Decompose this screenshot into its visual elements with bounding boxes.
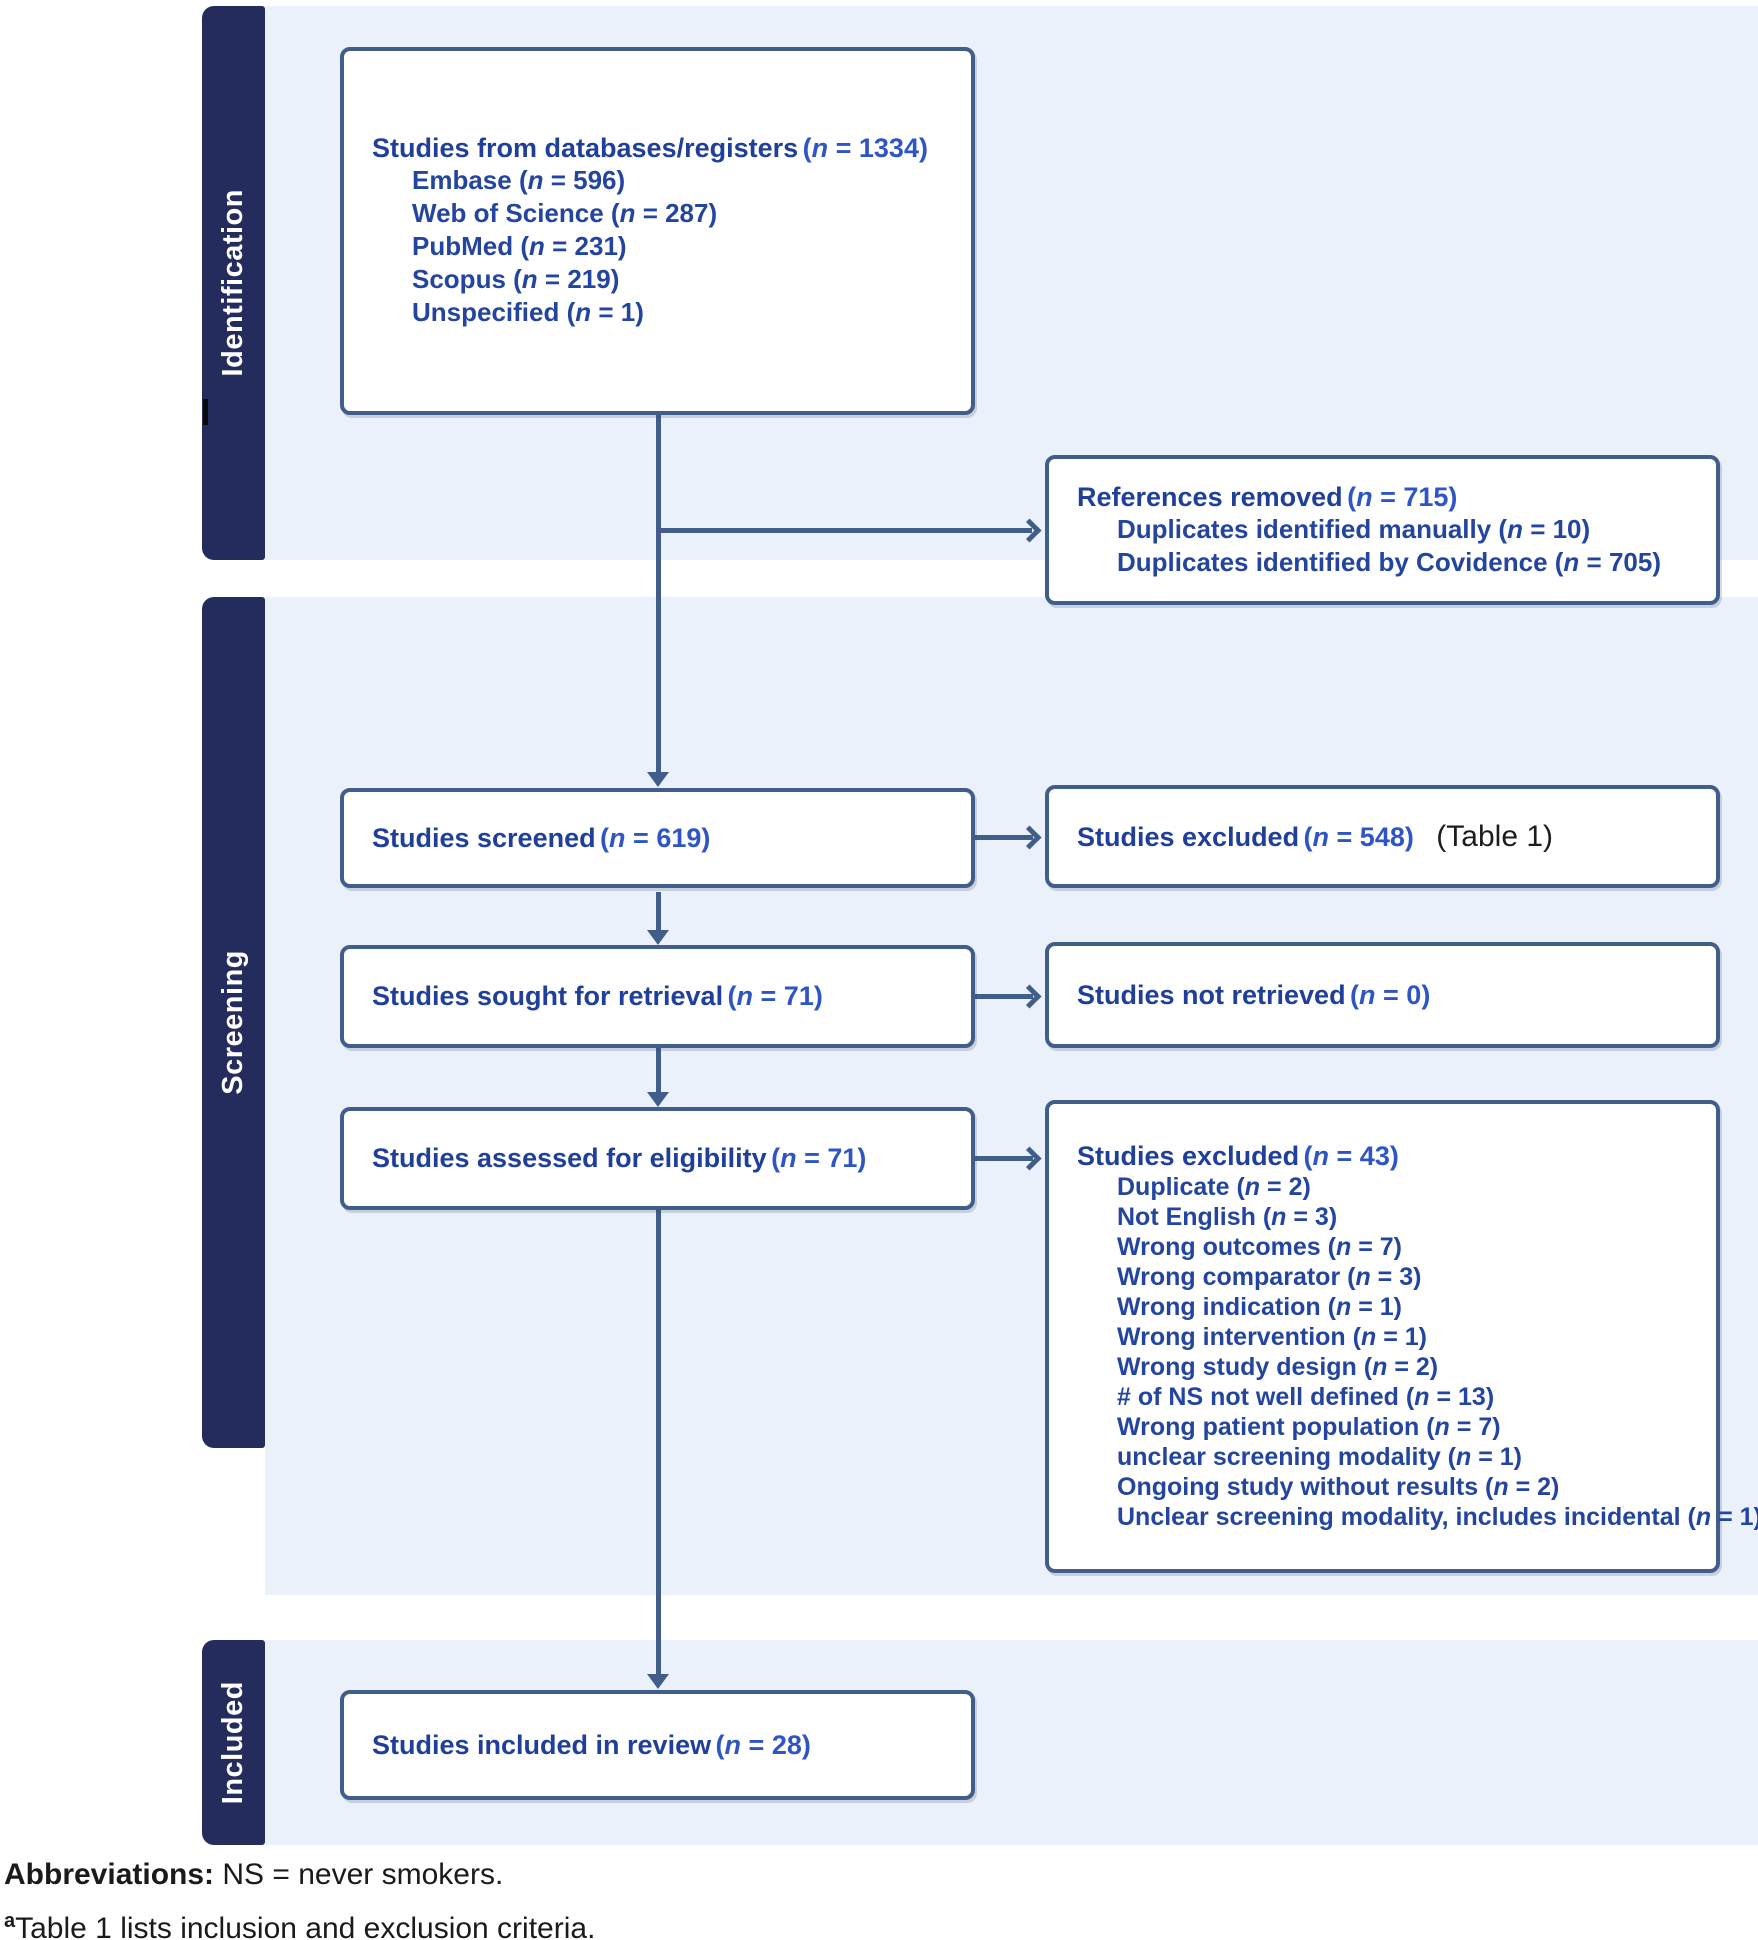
detail-line: Not English (n = 3) [1117,1203,1338,1231]
detail-line: Scopus (n = 219) [412,264,620,294]
box-count: (n = 71) [771,1143,867,1173]
box-count: (n = 619) [600,822,711,853]
detail-line: Duplicate (n = 2) [1117,1173,1311,1201]
box-title: Studies assessed for eligibility [372,1143,767,1173]
detail-line: Wrong comparator (n = 3) [1117,1263,1422,1291]
detail-line: Wrong indication (n = 1) [1117,1293,1402,1321]
detail-line: Duplicates identified manually (n = 10) [1117,513,1591,544]
box-studies-excluded-eligibility: Studies excluded (n = 43) Duplicate (n =… [1045,1100,1758,1573]
detail-line: Embase (n = 596) [412,165,626,195]
detail-line: Wrong outcomes (n = 7) [1117,1233,1402,1261]
box-title: Studies excluded [1077,821,1300,852]
detail-line: Web of Science (n = 287) [412,198,718,228]
arrowhead-down-icon [647,772,669,787]
screening-stage-bar: Screening [202,597,265,1448]
connector-databases-to-screened [656,415,661,772]
arrowhead-down-icon [647,1092,669,1107]
abbreviations-text: NS = never smokers. [214,1858,504,1891]
included-stage-bar: Included [202,1640,265,1845]
detail-line: Ongoing study without results (n = 2) [1117,1473,1560,1501]
connector-to-references-removed [660,528,1032,533]
arrowhead-down-icon [647,930,669,945]
detail-line: Wrong intervention (n = 1) [1117,1323,1427,1351]
included-label: Included [217,1680,249,1805]
detail-line: Unspecified (n = 1) [412,297,644,327]
box-count: (n = 43) [1303,1141,1399,1171]
stray-mark [203,399,208,425]
box-count: (n = 0) [1350,979,1431,1010]
box-title: Studies not retrieved [1077,979,1346,1010]
box-studies-excluded-screening: Studies excluded (n = 548) (Table 1) [1045,785,1720,888]
connector-assessed-to-included [656,1210,661,1674]
identification-stage-bar: Identification [202,6,265,560]
box-studies-assessed: Studies assessed for eligibility (n = 71… [340,1107,975,1210]
box-studies-from-databases: Studies from databases/registers (n = 13… [340,47,975,415]
box-title: Studies screened [372,822,596,853]
abbreviations-footnote: Abbreviations: NS = never smokers. [4,1858,503,1892]
identification-label: Identification [217,189,249,377]
detail-line: Unclear screening modality, includes inc… [1117,1503,1758,1531]
table-footnote: aTable 1 lists inclusion and exclusion c… [4,1910,595,1940]
connector-screened-to-sought [656,892,661,930]
box-studies-screened: Studies screened (n = 619) [340,788,975,888]
box-title: References removed [1077,481,1343,512]
table-reference-annotation: (Table 1) [1436,819,1554,853]
connector-sought-to-not-retrieved [975,994,1033,999]
footnote-text: Table 1 lists inclusion and exclusion cr… [15,1912,596,1940]
connector-assessed-to-excluded [975,1156,1033,1161]
box-count: (n = 1334) [802,133,928,163]
box-references-removed: References removed (n = 715) Duplicates … [1045,455,1720,605]
detail-line: Wrong patient population (n = 7) [1117,1413,1501,1441]
abbreviations-label: Abbreviations: [4,1858,215,1891]
box-count: (n = 28) [715,1729,811,1760]
detail-line: PubMed (n = 231) [412,231,627,261]
box-count: (n = 71) [727,981,823,1011]
box-title: Studies included in review [372,1729,712,1760]
footnote-marker: a [4,1910,16,1932]
detail-line: # of NS not well defined (n = 13) [1117,1383,1495,1411]
screening-label: Screening [217,950,249,1095]
box-title: Studies excluded [1077,1141,1300,1171]
detail-line: Duplicates identified by Covidence (n = … [1117,546,1661,577]
box-studies-included: Studies included in review (n = 28) [340,1690,975,1800]
box-title: Studies from databases/registers [372,133,799,163]
detail-line: Wrong study design (n = 2) [1117,1353,1439,1381]
connector-screened-to-excluded [975,835,1033,840]
box-count: (n = 548) [1303,821,1414,852]
exclusion-reasons-list: Duplicate (n = 2)Not English (n = 3)Wron… [1117,1172,1758,1532]
detail-line: unclear screening modality (n = 1) [1117,1443,1523,1471]
box-studies-not-retrieved: Studies not retrieved (n = 0) [1045,942,1720,1048]
box-count: (n = 715) [1347,481,1458,512]
database-breakdown-list: Embase (n = 596)Web of Science (n = 287)… [412,164,953,329]
duplicates-breakdown-list: Duplicates identified manually (n = 10)D… [1117,513,1698,579]
box-studies-sought: Studies sought for retrieval (n = 71) [340,945,975,1048]
connector-sought-to-assessed [656,1048,661,1092]
box-title: Studies sought for retrieval [372,981,724,1011]
arrowhead-down-icon [647,1674,669,1689]
